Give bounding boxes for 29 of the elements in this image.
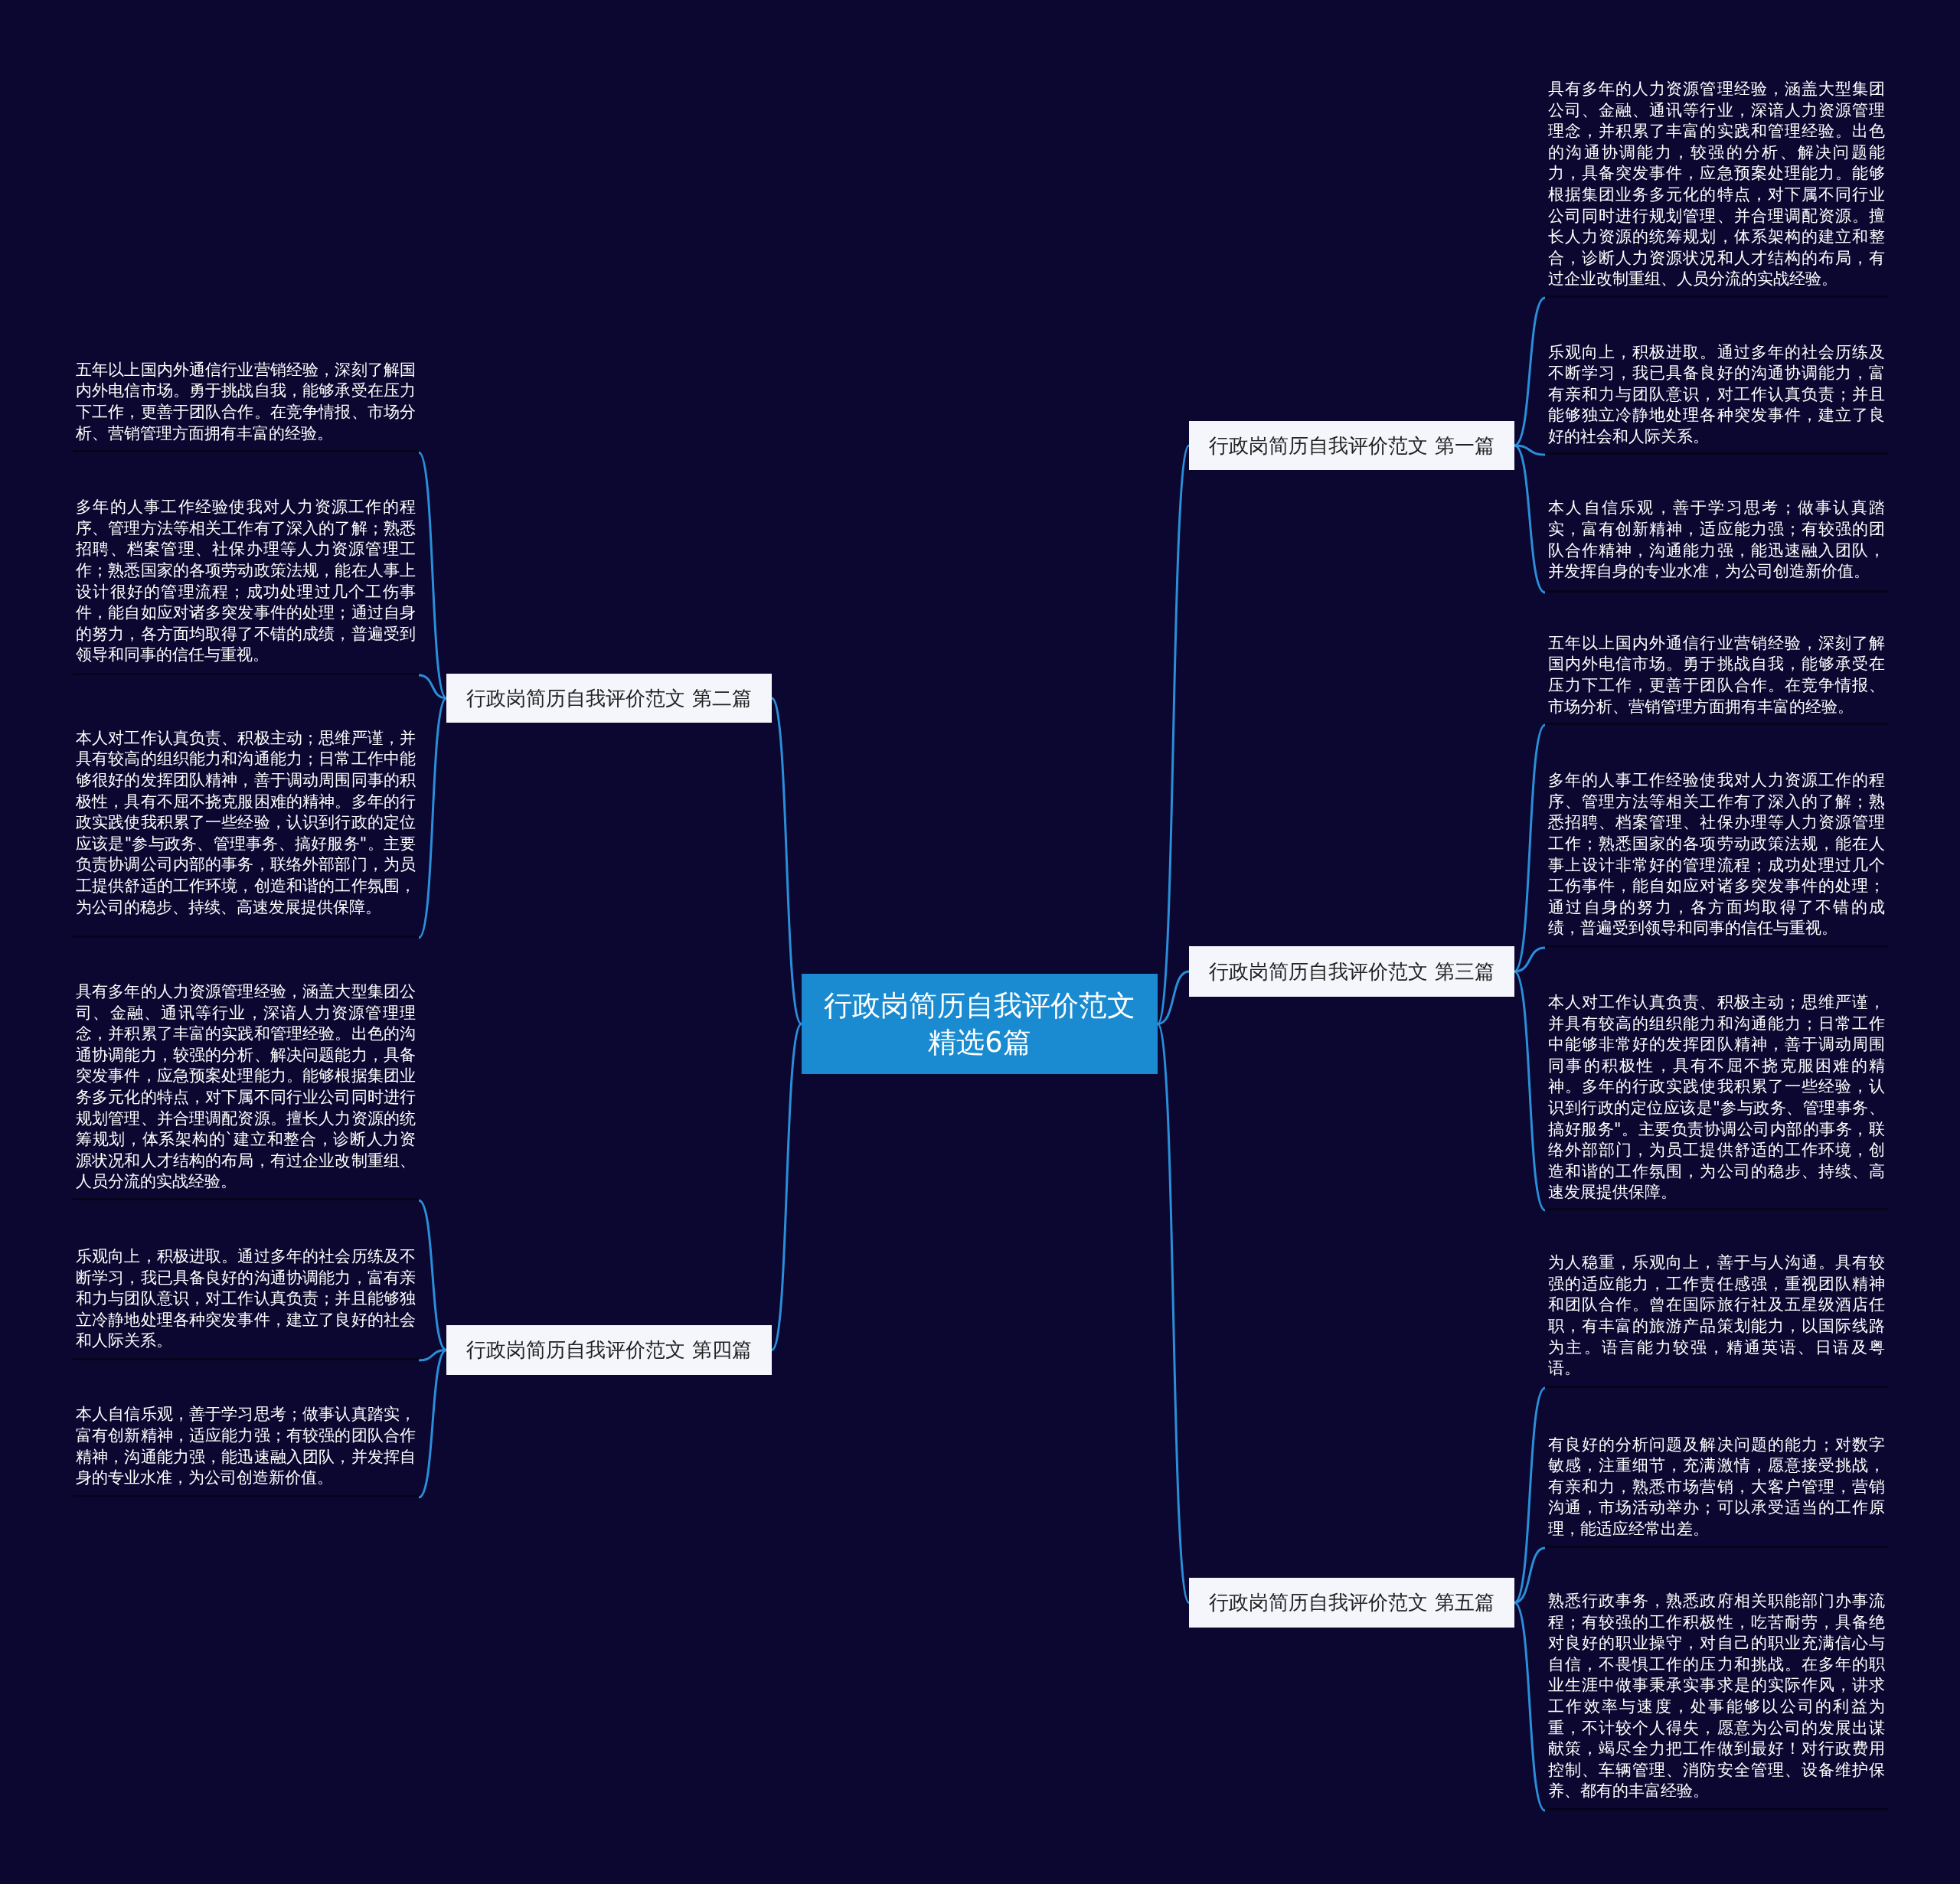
branch-box: 行政岗简历自我评价范文 第四篇 <box>446 1325 772 1375</box>
leaf-text: 五年以上国内外通信行业营销经验，深刻了解国内外电信市场。勇于挑战自我，能够承受在压力下工作，更善于团队合作。在竞争情报、市场分析、营销管理方面拥有丰富的经验。 <box>1545 628 1888 725</box>
leaf-text: 为人稳重，乐观向上，善于与人沟通。具有较强的适应能力，工作责任感强，重视团队精神和团队合作。曾在国际旅行社及五星级酒店任职，有丰富的旅游产品策划能力，以国际线路为主。语言能力较强，精通英语、日语及粤语。 <box>1545 1246 1888 1388</box>
leaf-text: 本人自信乐观，善于学习思考；做事认真踏实，富有创新精神，适应能力强；有较强的团队合作精神，沟通能力强，能迅速融入团队，并发挥自身的专业水准，为公司创造新价值。 <box>73 1398 419 1497</box>
root-box: 行政岗简历自我评价范文精选6篇 <box>802 974 1158 1074</box>
leaf-text: 有良好的分析问题及解决问题的能力；对数字敏感，注重细节，充满激情，愿意接受挑战，有亲和力，熟悉市场营销，大客户管理，营销沟通，市场活动举办；可以承受适当的工作原理，能适应经常出差。 <box>1545 1429 1888 1548</box>
branch-box: 行政岗简历自我评价范文 第三篇 <box>1189 946 1514 997</box>
leaf-text: 五年以上国内外通信行业营销经验，深刻了解国内外电信市场。勇于挑战自我，能够承受在压力下工作，更善于团队合作。在竞争情报、市场分析、营销管理方面拥有丰富的经验。 <box>73 354 419 452</box>
leaf-text: 具有多年的人力资源管理经验，涵盖大型集团公司、金融、通讯等行业，深谙人力资源管理理念，并积累了丰富的实践和管理经验。出色的沟通协调能力，较强的分析、解决问题能力，具备突发事件，应急预案处理能力。能够根据集团业务多元化的特点，对下属不同行业公司同时进行规划管理、并合理调配资源。擅长人力资源的统筹规划，体系架构的`建立和整合，诊断人力资源状况和人才结构的布局，有过企业改制重组、人员分流的实战经验。 <box>73 976 419 1200</box>
leaf-text: 本人对工作认真负责、积极主动；思维严谨，并具有较高的组织能力和沟通能力；日常工作中能够非常好的发挥团队精神，善于调动周围同事的积极性，具有不屈不挠克服困难的精神。多年的行政实践使我积累了一些经验，认识到行政的定位应该是"参与政务、管理事务、搞好服务"。主要负责协调公司内部的事务，联络外部部门，为员工提供舒适的工作环境，创造和谐的工作氛围，为公司的稳步、持续、高速发展提供保障。 <box>1545 988 1888 1210</box>
leaf-text: 本人自信乐观，善于学习思考；做事认真踏实，富有创新精神，适应能力强；有较强的团队合作精神，沟通能力强，能迅速融入团队，并发挥自身的专业水准，为公司创造新价值。 <box>1545 490 1888 593</box>
connector-line <box>417 697 448 939</box>
branch-box: 行政岗简历自我评价范文 第二篇 <box>446 674 772 723</box>
connector-line <box>1514 444 1546 594</box>
connector-line <box>418 1349 447 1362</box>
branch-box: 行政岗简历自我评价范文 第一篇 <box>1189 421 1514 470</box>
leaf-text: 多年的人事工作经验使我对人力资源工作的程序、管理方法等相关工作有了深入的了解；熟悉招聘、档案管理、社保办理等人力资源管理工作；熟悉国家的各项劳动政策法规，能在人事上设计很好的管理流程；成功处理过几个工伤事件，能自如应对诸多突发事件的处理；通过自身的努力，各方面均取得了不错的成绩，普遍受到领导和同事的信任与重视。 <box>73 490 419 675</box>
leaf-text: 乐观向上，积极进取。通过多年的社会历练及不断学习，我已具备良好的沟通协调能力，富有亲和力与团队意识，对工作认真负责；并且能够独立冷静地处理各种突发事件，建立了良好的社会和人际关系。 <box>73 1240 419 1360</box>
connector-line <box>418 674 447 700</box>
connector-line <box>1157 970 1190 1025</box>
connector-line <box>1514 296 1546 447</box>
leaf-text: 具有多年的人力资源管理经验，涵盖大型集团公司、金融、通讯等行业，深谙人力资源管理理念，并积累了丰富的实践和管理经验。出色的沟通协调能力，较强的分析、解决问题能力，具备突发事件，应急预案处理能力。能够根据集团业务多元化的特点，对下属不同行业公司同时进行规划管理、并合理调配资源。擅长人力资源的统筹规划，体系架构的建立和整合，诊断人力资源状况和人才结构的布局，有过企业改制重组、人员分流的实战经验。 <box>1545 73 1888 298</box>
connector-line <box>418 1199 447 1351</box>
connector-line <box>418 1349 447 1499</box>
leaf-text: 多年的人事工作经验使我对人力资源工作的程序、管理方法等相关工作有了深入的了解；熟悉招聘、档案管理、社保办理等人力资源管理工作；熟悉国家的各项劳动政策法规，能在人事上设计非常好的管理流程；成功处理过几个工伤事件，能自如应对诸多突发事件的处理；通过自身的努力，各方面均取得了不错的成绩，普遍受到领导和同事的信任与重视。 <box>1545 764 1888 948</box>
leaf-text: 本人对工作认真负责、积极主动；思维严谨，并具有较高的组织能力和沟通能力；日常工作中能够很好的发挥团队精神，善于调动周围同事的积极性，具有不屈不挠克服困难的精神。多年的行政实践使我积累了一些经验，认识到行政的定位应该是"参与政务、管理事务、搞好服务"。主要负责协调公司内部的事务，联络外部部门，为员工提供舒适的工作环境，创造和谐的工作氛围，为公司的稳步、持续、高速发展提供保障。 <box>73 710 419 938</box>
leaf-text: 乐观向上，积极进取。通过多年的社会历练及不断学习，我已具备良好的沟通协调能力，富有亲和力与团队意识，对工作认真负责；并且能够独立冷静地处理各种突发事件，建立了良好的社会和人际关系。 <box>1545 337 1888 455</box>
branch-box: 行政岗简历自我评价范文 第五篇 <box>1189 1578 1514 1628</box>
leaf-text: 熟悉行政事务，熟悉政府相关职能部门办事流程；有较强的工作积极性，吃苦耐劳，具备绝对良好的职业操守，对自己的职业充满信心与自信，不畏惧工作的压力和挑战。在多年的职业生涯中做事秉承实事求是的实际作风，讲求工作效率与速度，处事能够以公司的利益为重，不计较个人得失，愿意为公司的发展出谋献策，竭尽全力把工作做到最好！对行政费用控制、车辆管理、消防安全管理、设备维护保养、都有的丰富经验。 <box>1545 1585 1888 1811</box>
